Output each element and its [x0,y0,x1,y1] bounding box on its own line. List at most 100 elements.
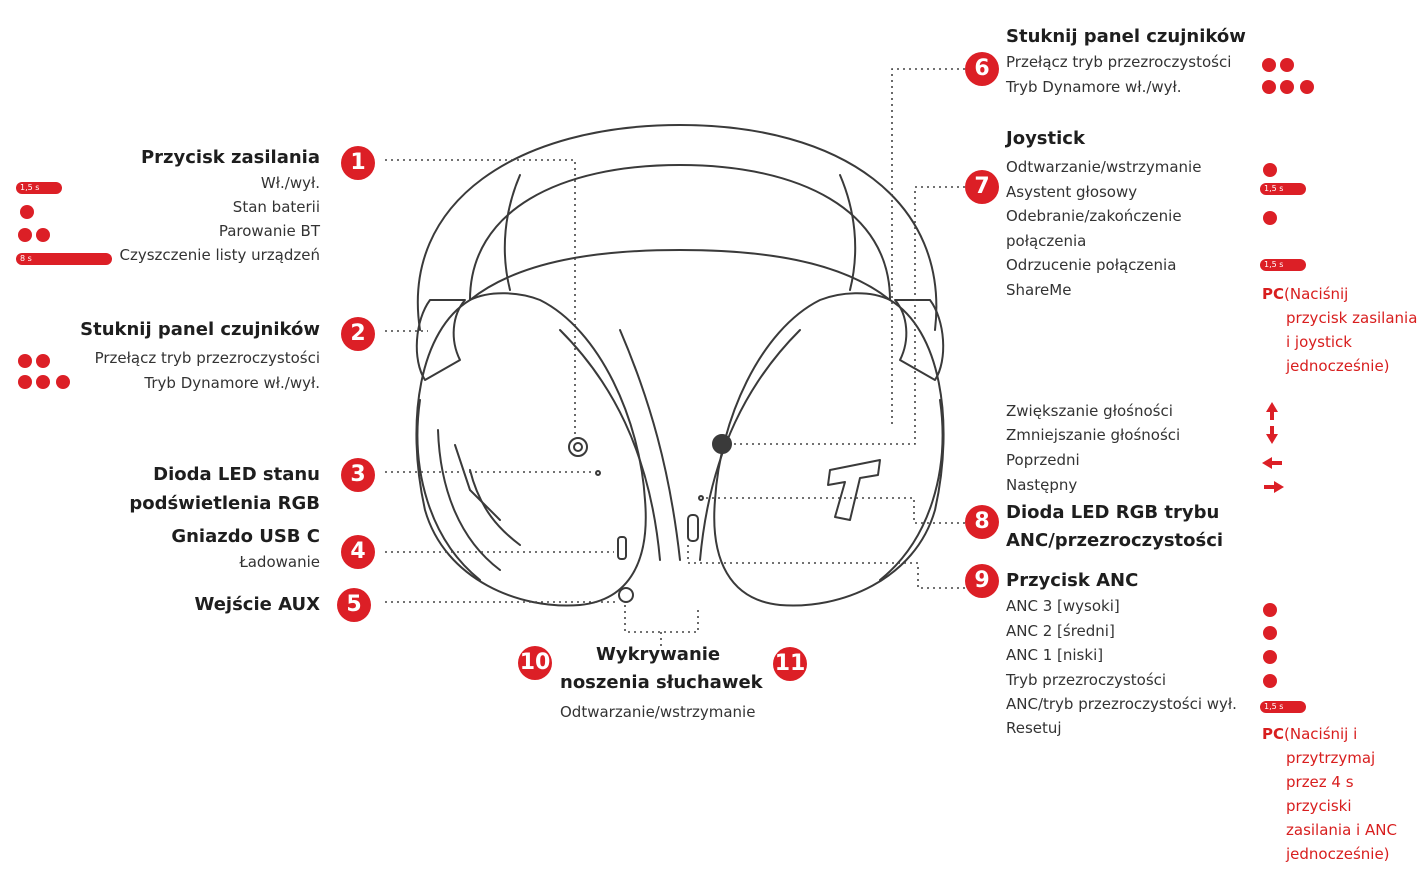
sensor-panel-right-title: Stuknij panel czujników [1006,26,1246,47]
sensor-panel-left-title: Stuknij panel czujników [80,319,320,340]
headband-cushion [469,249,891,301]
joystick-line-assistant: Asystent głosowy [1006,183,1138,201]
arrow-right-icon [1264,481,1284,493]
reset-note: PC(Naciśnij i [1262,722,1357,746]
power-line-onoff: Wł./wył. [260,174,320,192]
joystick-previous: Poprzedni [1006,451,1080,469]
pc-label: PC [1262,285,1285,303]
arrow-up-icon [1266,402,1278,420]
triple-tap-dot [18,375,32,389]
press-1-5s-pill: 1,5 s [16,182,62,194]
sensor-left-line-dynamore: Tryb Dynamore wł./wył. [144,374,320,392]
usb-c-line-charging: Ładowanie [239,553,320,571]
callout-number-9: 9 [965,564,999,598]
shareme-note-line2: przycisk zasilania [1286,309,1418,327]
shareme-note-line4: jednocześnie) [1286,357,1390,375]
callout-number-6: 6 [965,52,999,86]
arrow-left-icon [1262,457,1282,469]
triple-tap-dot [36,375,50,389]
brand-logo-icon [827,459,881,521]
led-left-icon [595,470,601,476]
triple-tap-dot [1300,80,1314,94]
reset-note-line5: zasilania i ANC [1286,821,1397,839]
joystick-title: Joystick [1006,128,1085,149]
anc-line-2: ANC 2 [średni] [1006,622,1115,640]
power-line-clear: Czyszczenie listy urządzeń [119,246,320,264]
single-press-dot [1263,211,1277,225]
sensor-left-line-transparency: Przełącz tryb przezroczystości [94,349,320,367]
headband-outer [417,124,938,331]
single-press-dot [1263,163,1277,177]
wear-detection-title-line1: Wykrywanie [596,644,721,665]
wear-detection-title-line2: noszenia słuchawek [560,672,763,693]
single-press-dot [1263,650,1277,664]
callout-number-3: 3 [341,458,375,492]
single-press-dot [20,205,34,219]
triple-tap-dot [1280,80,1294,94]
joystick-line-reject: Odrzucenie połączenia [1006,256,1177,274]
led-right-icon [698,495,704,501]
anc-line-transparency: Tryb przezroczystości [1006,671,1167,689]
triple-tap-dot [56,375,70,389]
usb-c-port-icon [617,536,627,560]
double-press-dot [36,228,50,242]
anc-button-icon [687,514,699,542]
usb-c-title: Gniazdo USB C [171,526,320,547]
shareme-note-line3: i joystick [1286,333,1352,351]
anc-line-3: ANC 3 [wysoki] [1006,597,1120,615]
single-press-dot [1263,603,1277,617]
joystick-icon [712,434,732,454]
double-tap-dot [36,354,50,368]
power-button-title: Przycisk zasilania [140,147,320,168]
joystick-next: Następny [1006,476,1078,494]
aux-port-icon [618,587,634,603]
sensor-right-line-dynamore: Tryb Dynamore wł./wył. [1006,78,1182,96]
anc-line-1: ANC 1 [niski] [1006,646,1104,664]
reset-note-line3: przez 4 s [1286,773,1354,791]
power-line-battery: Stan baterii [232,198,320,216]
joystick-line-play: Odtwarzanie/wstrzymanie [1006,158,1202,176]
joystick-line-call: połączenia [1006,232,1087,250]
right-earcup [713,292,945,607]
single-press-dot [1263,626,1277,640]
callout-number-1: 1 [341,146,375,180]
shareme-note-line1: (Naciśnij [1284,285,1349,303]
double-tap-dot [1262,58,1276,72]
left-yoke [415,299,466,381]
reset-note-line4: przyciski [1286,797,1352,815]
anc-button-title: Przycisk ANC [1006,570,1139,591]
arrow-down-icon [1266,426,1278,444]
press-1-5s-pill: 1,5 s [1260,701,1306,713]
callout-number-4: 4 [341,535,375,569]
callout-number-8: 8 [965,505,999,539]
joystick-volume-down: Zmniejszanie głośności [1006,426,1181,444]
shareme-note: PC(Naciśnij [1262,282,1348,306]
wear-detection-line-play: Odtwarzanie/wstrzymanie [560,703,756,721]
power-button-icon [568,437,588,457]
reset-note-line6: jednocześnie) [1286,845,1390,863]
anc-line-off: ANC/tryb przezroczystości wył. [1006,695,1237,713]
right-yoke [894,299,945,381]
led-status-title-line2: podświetlenia RGB [129,493,320,514]
joystick-volume-up: Zwiększanie głośności [1006,402,1173,420]
press-1-5s-pill: 1,5 s [1260,259,1306,271]
aux-title: Wejście AUX [194,594,321,615]
joystick-line-answer: Odebranie/zakończenie [1006,207,1182,225]
reset-note-line1: (Naciśnij i [1284,725,1358,743]
led-status-title-line1: Dioda LED stanu [153,464,320,485]
press-8s-pill: 8 s [16,253,112,265]
anc-led-title-line2: ANC/przezroczystości [1006,530,1224,551]
callout-number-5: 5 [337,588,371,622]
left-earcup [415,292,647,607]
single-press-dot [1263,674,1277,688]
double-tap-dot [1280,58,1294,72]
press-1-5s-pill: 1,5 s [1260,183,1306,195]
double-press-dot [18,228,32,242]
headband-inner [469,164,891,301]
callout-number-2: 2 [341,317,375,351]
reset-note-line2: przytrzymaj [1286,749,1376,767]
anc-led-title-line1: Dioda LED RGB trybu [1006,502,1220,523]
callout-number-10: 10 [518,646,552,680]
